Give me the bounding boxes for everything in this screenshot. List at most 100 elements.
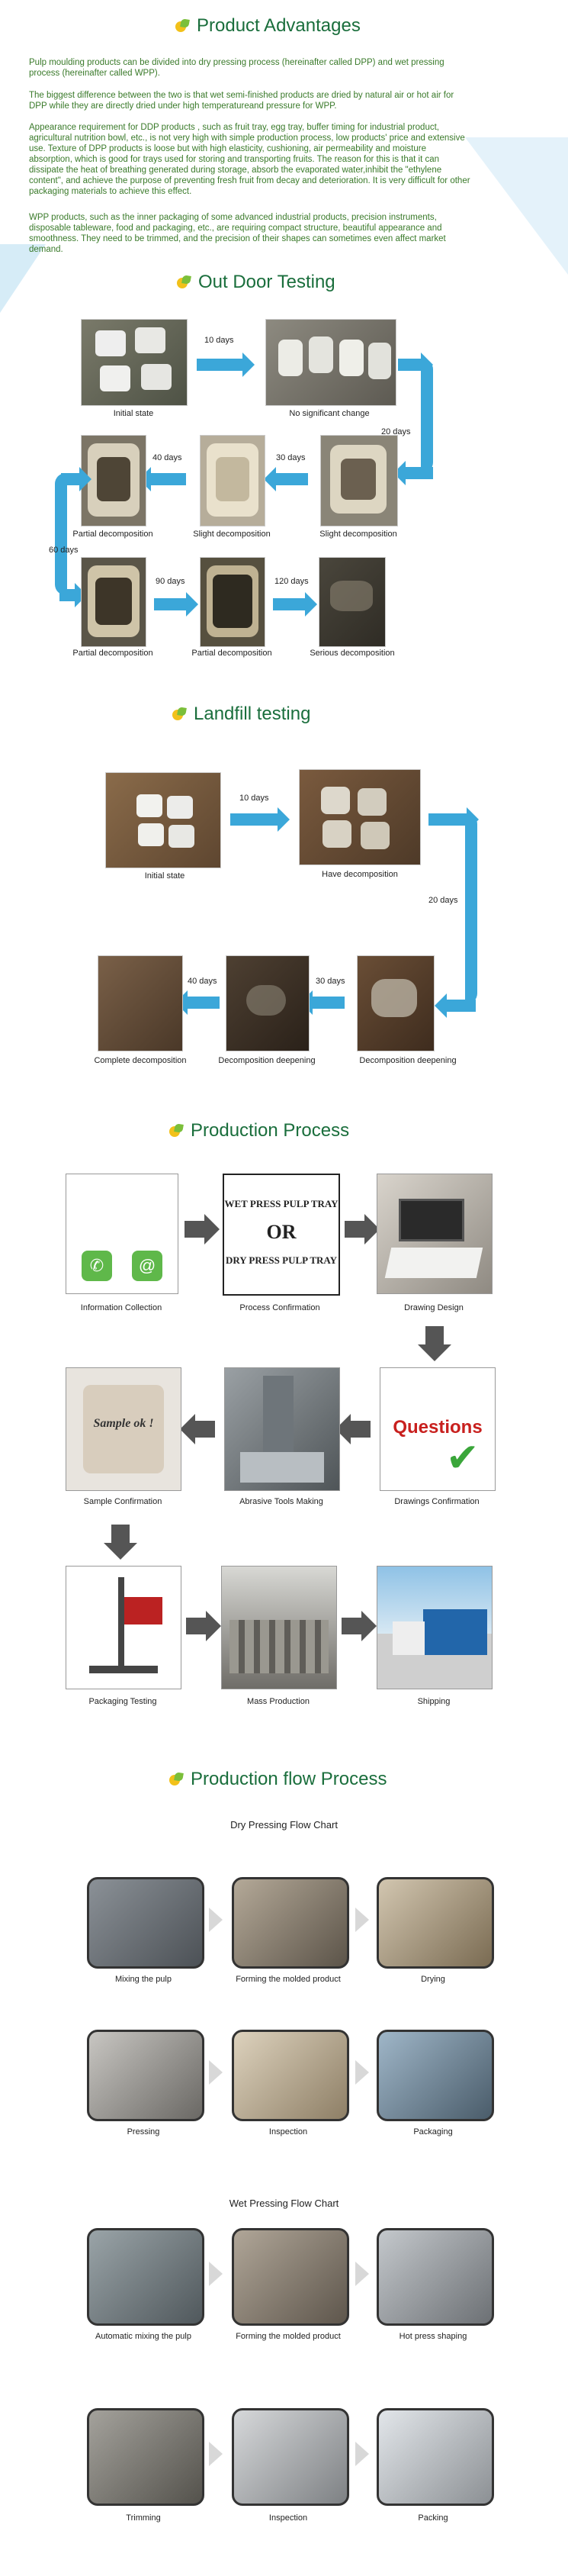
dry-step-caption-5: Inspection <box>268 2127 308 2136</box>
checkmark-icon: ✔ <box>446 1436 480 1480</box>
process-mass-production-image <box>221 1566 337 1689</box>
outdoor-caption-2: No significant change <box>289 409 370 418</box>
outdoor-days-60: 60 days <box>49 546 79 555</box>
process-packaging-testing-image <box>66 1566 181 1689</box>
wet-step-image-5 <box>232 2408 349 2506</box>
process-caption-6: Sample Confirmation <box>83 1497 162 1506</box>
process-drawing-design-image <box>377 1174 493 1294</box>
arrow-down <box>418 1326 451 1361</box>
advantages-paragraph-2: The biggest difference between the two i… <box>29 91 454 111</box>
arrow-right <box>230 807 290 832</box>
landfill-caption-3: Decomposition deepening <box>359 1056 457 1065</box>
leaf-icon <box>172 707 187 721</box>
outdoor-photo-partial-1 <box>81 435 146 526</box>
landfill-photo-complete <box>98 955 183 1051</box>
dry-step-caption-3: Drying <box>421 1975 445 1984</box>
outdoor-photo-initial <box>81 319 188 406</box>
advantages-paragraph-1: Pulp moulding products can be divided in… <box>29 58 444 78</box>
arrow-right <box>345 1214 380 1245</box>
arrow-vertical <box>55 473 67 595</box>
process-confirmation-image: WET PRESS PULP TRAY OR DRY PRESS PULP TR… <box>223 1174 340 1296</box>
arrow-right <box>154 592 198 617</box>
wet-step-caption-4: Trimming <box>126 2513 161 2523</box>
arrow-right <box>59 583 87 607</box>
process-drawings-confirmation-image: Questions ✔ <box>380 1367 496 1491</box>
landfill-days-30: 30 days <box>316 977 345 986</box>
outdoor-days-40: 40 days <box>152 453 182 462</box>
wet-step-image-4 <box>87 2408 204 2506</box>
chevron-right-icon <box>355 2262 369 2286</box>
process-abrasive-tools-image <box>224 1367 340 1491</box>
leaf-icon <box>169 1772 184 1786</box>
outdoor-caption-5: Partial decomposition <box>72 530 153 539</box>
arrow-left <box>435 993 476 1018</box>
landfill-caption-1: Initial state <box>144 871 185 881</box>
chevron-right-icon <box>355 2060 369 2085</box>
outdoor-photo-serious <box>319 557 386 647</box>
outdoor-caption-4: Slight decomposition <box>193 530 271 539</box>
outdoor-caption-8: Serious decomposition <box>310 649 395 658</box>
process-caption-4: Drawings Confirmation <box>394 1497 480 1506</box>
arrow-right <box>186 1611 221 1641</box>
dry-step-image-6 <box>377 2030 494 2121</box>
arrow-right <box>273 592 317 617</box>
arrow-left <box>139 467 186 491</box>
chevron-right-icon <box>209 2262 223 2286</box>
dry-step-caption-2: Forming the molded product <box>236 1975 341 1984</box>
chevron-right-icon <box>355 1908 369 1932</box>
arrow-vertical <box>421 359 433 473</box>
process-sample-confirmation-image: Sample ok ! <box>66 1367 181 1491</box>
dry-step-image-4 <box>87 2030 204 2121</box>
advantages-paragraph-4: WPP products, such as the inner packagin… <box>29 213 446 254</box>
arrow-left <box>264 467 308 491</box>
outdoor-caption-3: Slight decomposition <box>319 530 397 539</box>
dry-step-image-3 <box>377 1877 494 1969</box>
landfill-caption-5: Complete decomposition <box>94 1056 187 1065</box>
arrow-curve-top <box>398 353 433 377</box>
dry-step-image-2 <box>232 1877 349 1969</box>
arrow-right <box>185 1214 220 1245</box>
process-caption-1: Information Collection <box>80 1303 162 1312</box>
advantages-paragraph-3: Appearance requirement for DDP products … <box>29 123 470 196</box>
arrow-curve-top-left <box>61 473 81 485</box>
dry-step-image-5 <box>232 2030 349 2121</box>
process-caption-7: Packaging Testing <box>88 1697 157 1706</box>
dry-step-caption-1: Mixing the pulp <box>115 1975 172 1984</box>
wet-step-image-1 <box>87 2228 204 2326</box>
outdoor-days-90: 90 days <box>156 577 185 586</box>
wet-step-caption-6: Packing <box>418 2513 448 2523</box>
outdoor-days-10: 10 days <box>204 336 234 345</box>
chevron-right-icon <box>209 1908 223 1932</box>
leaf-icon <box>169 1123 184 1138</box>
landfill-photo-deepening-2 <box>357 955 435 1051</box>
process-caption-3: Drawing Design <box>404 1303 464 1312</box>
dry-step-caption-4: Pressing <box>127 2127 160 2136</box>
arrow-left <box>175 990 220 1015</box>
process-shipping-image <box>377 1566 493 1689</box>
email-icon: @ <box>132 1251 162 1281</box>
dry-step-caption-6: Packaging <box>413 2127 453 2136</box>
outdoor-caption-6: Partial decomposition <box>72 649 153 658</box>
outdoor-photo-partial-2 <box>81 557 146 647</box>
leaf-icon <box>177 275 191 289</box>
chevron-right-icon <box>209 2060 223 2085</box>
dry-flow-chart-title: Dry Pressing Flow Chart <box>230 1819 338 1831</box>
landfill-title: Landfill testing <box>172 704 310 725</box>
outdoor-days-20: 20 days <box>381 427 411 436</box>
arrow-right <box>197 353 255 377</box>
outdoor-photo-slight-1 <box>200 435 265 526</box>
decor-triangle-left <box>0 244 46 313</box>
process-caption-8: Mass Production <box>247 1697 310 1706</box>
wet-step-caption-1: Automatic mixing the pulp <box>95 2332 191 2341</box>
advantages-title: Product Advantages <box>175 15 361 37</box>
arrow-down <box>104 1525 137 1560</box>
chevron-right-icon <box>355 2442 369 2466</box>
landfill-days-20: 20 days <box>428 896 458 905</box>
arrow-vertical <box>465 813 477 1004</box>
process-caption-2: Process Confirmation <box>239 1303 320 1312</box>
outdoor-title: Out Door Testing <box>177 272 335 293</box>
chevron-right-icon <box>209 2442 223 2466</box>
decor-triangle-right <box>465 137 568 275</box>
process-caption-5: Abrasive Tools Making <box>239 1497 323 1506</box>
wet-step-image-2 <box>232 2228 349 2326</box>
